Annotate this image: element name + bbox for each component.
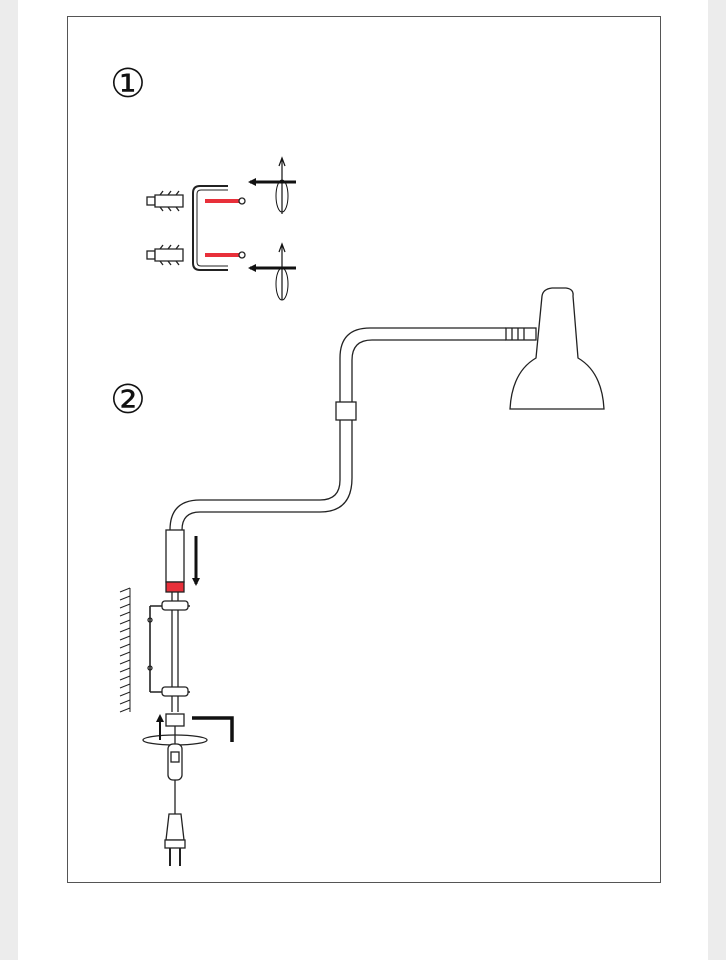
rotate-arrow-upper-icon	[248, 156, 296, 214]
screw-upper-icon	[205, 197, 246, 205]
lamp-shade-icon	[509, 287, 605, 410]
step-1-hardware	[146, 185, 246, 271]
lamp-assembly	[119, 287, 605, 866]
wall-hatch	[119, 587, 131, 713]
instruction-sheet	[67, 16, 661, 883]
allen-key-icon	[192, 716, 234, 742]
rotate-arrow-lower-icon	[248, 242, 296, 301]
post-red-marker	[165, 581, 185, 593]
power-plug-icon	[164, 813, 186, 866]
wall-plug-upper-icon	[146, 190, 184, 212]
screw-lower-icon	[205, 251, 246, 259]
wall-plug-lower-icon	[146, 244, 184, 266]
mounting-bracket-icon	[192, 185, 228, 271]
wall-bracket	[149, 605, 190, 693]
lamp-arm	[169, 327, 506, 531]
step-2-number: ②	[110, 377, 146, 423]
step-1-number: ①	[110, 61, 146, 107]
